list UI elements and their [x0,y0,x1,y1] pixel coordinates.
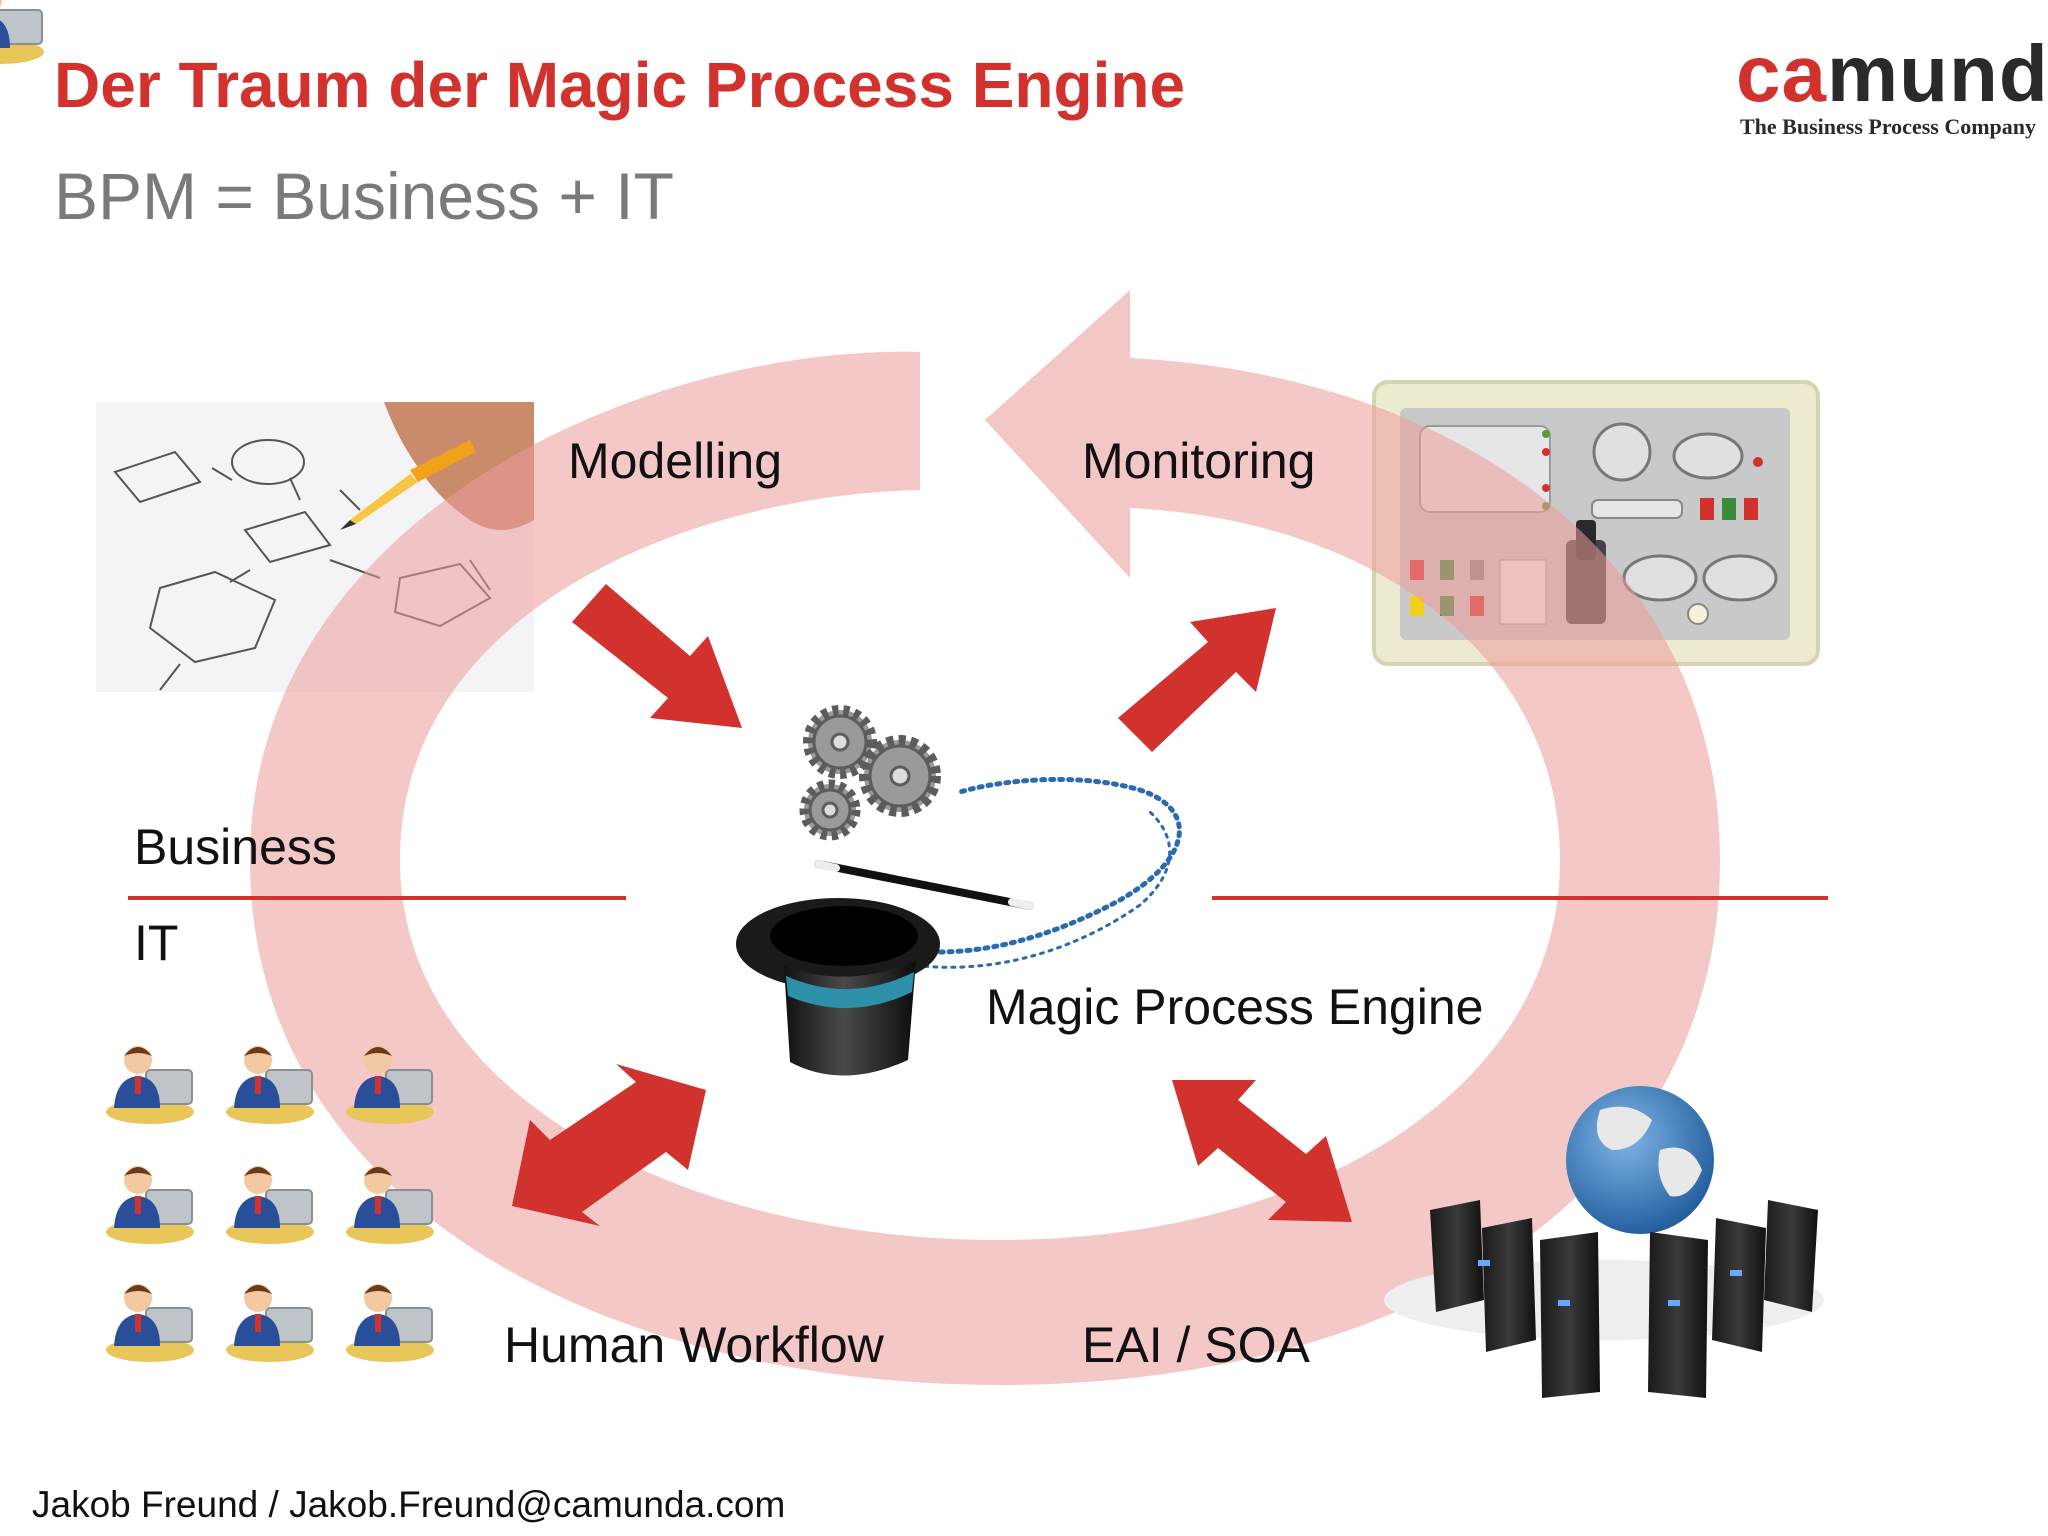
arrow-engine-eai-soa [1172,1080,1352,1222]
arrow-engine-to-monitoring [1118,608,1276,752]
label-business: Business [134,819,337,875]
slide-subtitle: BPM = Business + IT [54,159,674,233]
magic-hat-icon [736,860,1034,1076]
logo-rest-text: munda [1826,29,2048,118]
people-at-computers-icon [0,0,435,1363]
camunda-logo: camunda The Business Process Company [1736,34,2048,144]
logo-tagline: The Business Process Company [1740,114,2037,139]
arrow-engine-human-workflow [512,1064,706,1226]
footer-author: Jakob Freund / Jakob.Freund@camunda.com [32,1484,786,1525]
gears-icon [799,705,941,841]
slide-title: Der Traum der Magic Process Engine [54,49,1186,121]
logo-accent-text: ca [1736,29,1827,118]
label-modelling: Modelling [568,433,783,489]
globe-servers-icon [1384,1086,1824,1398]
label-magic-process-engine: Magic Process Engine [986,979,1484,1035]
arrow-modelling-to-engine [572,584,742,728]
label-human-workflow: Human Workflow [504,1317,884,1373]
label-eai-soa: EAI / SOA [1082,1317,1310,1373]
process-cycle-ring [250,290,1720,1385]
label-monitoring: Monitoring [1082,433,1316,489]
label-it: IT [134,915,179,971]
